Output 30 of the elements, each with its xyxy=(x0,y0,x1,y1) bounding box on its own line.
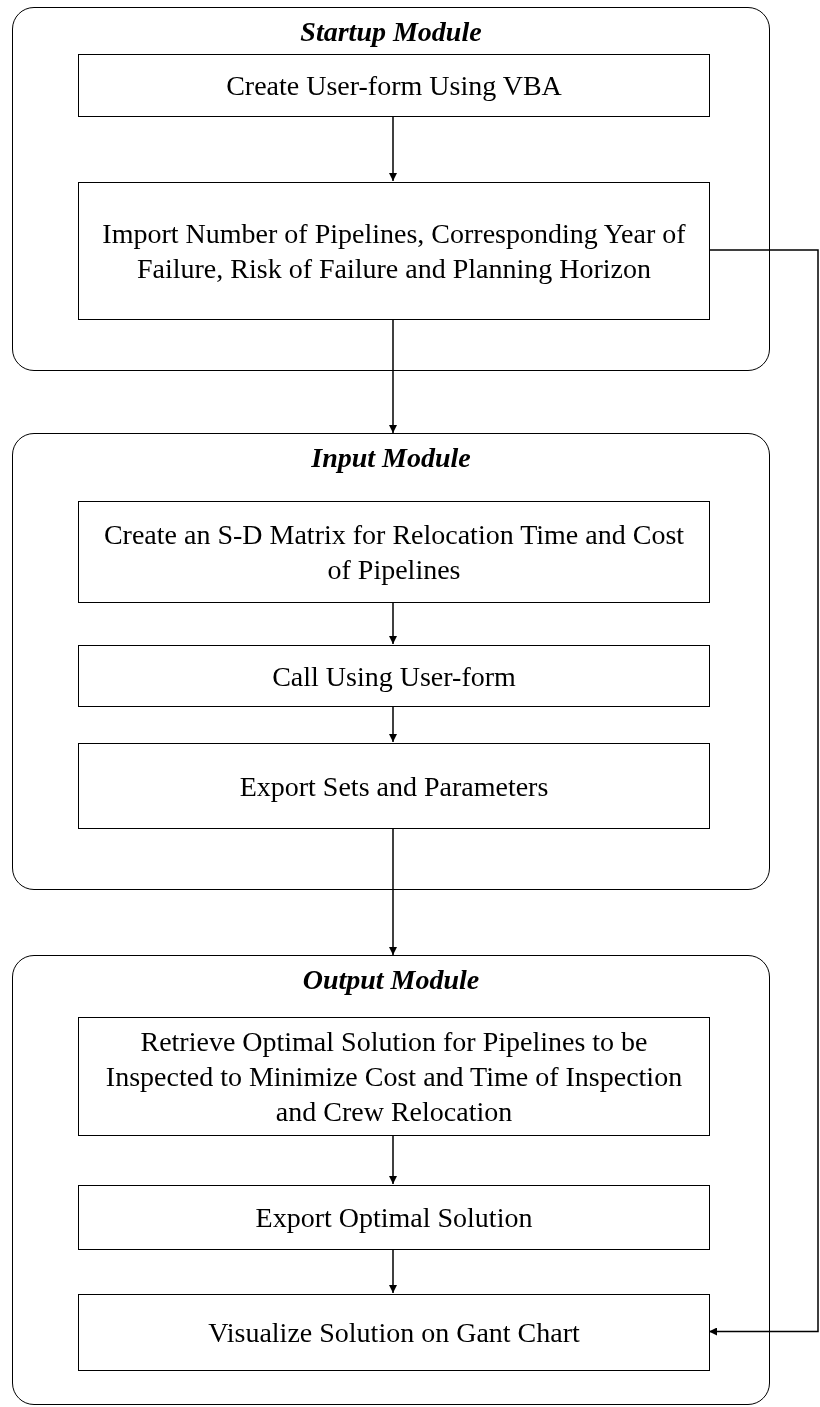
step-text: Retrieve Optimal Solution for Pipelines to be Inspected to Minimize Cost and Time of Inspection and Crew Relocation xyxy=(104,1025,684,1129)
process-box xyxy=(78,182,710,320)
step-text: Export Optimal Solution xyxy=(255,1201,533,1235)
module-title: Input Module xyxy=(310,441,472,475)
arrow xyxy=(389,601,397,645)
step-text: Call Using User-form xyxy=(272,659,516,694)
process-box xyxy=(78,1017,710,1136)
arrow xyxy=(389,705,397,743)
step-text: Import Number of Pipelines, Corresponding Year of Failure, Risk of Failure and Planning Horizon xyxy=(101,217,687,286)
process-box xyxy=(78,645,710,707)
module-title: Output Module xyxy=(301,963,481,997)
step-text: Create an S-D Matrix for Relocation Time and Cost of Pipelines xyxy=(102,518,686,587)
process-box xyxy=(78,743,710,829)
module-panel xyxy=(12,955,770,1405)
process-box xyxy=(78,1294,710,1371)
module-panel xyxy=(12,7,770,371)
process-box xyxy=(78,54,710,117)
step-text: Visualize Solution on Gant Chart xyxy=(208,1316,580,1350)
arrow xyxy=(389,318,397,434)
arrow xyxy=(389,827,397,956)
arrow xyxy=(389,115,397,182)
arrow xyxy=(708,249,819,1336)
step-text: Export Sets and Parameters xyxy=(239,769,549,804)
process-box xyxy=(78,501,710,603)
module-title: Startup Module xyxy=(299,15,483,49)
process-box xyxy=(78,1185,710,1250)
arrow xyxy=(389,1134,397,1185)
module-panel xyxy=(12,433,770,890)
step-text: Create User-form Using VBA xyxy=(226,69,562,103)
arrow xyxy=(389,1248,397,1294)
